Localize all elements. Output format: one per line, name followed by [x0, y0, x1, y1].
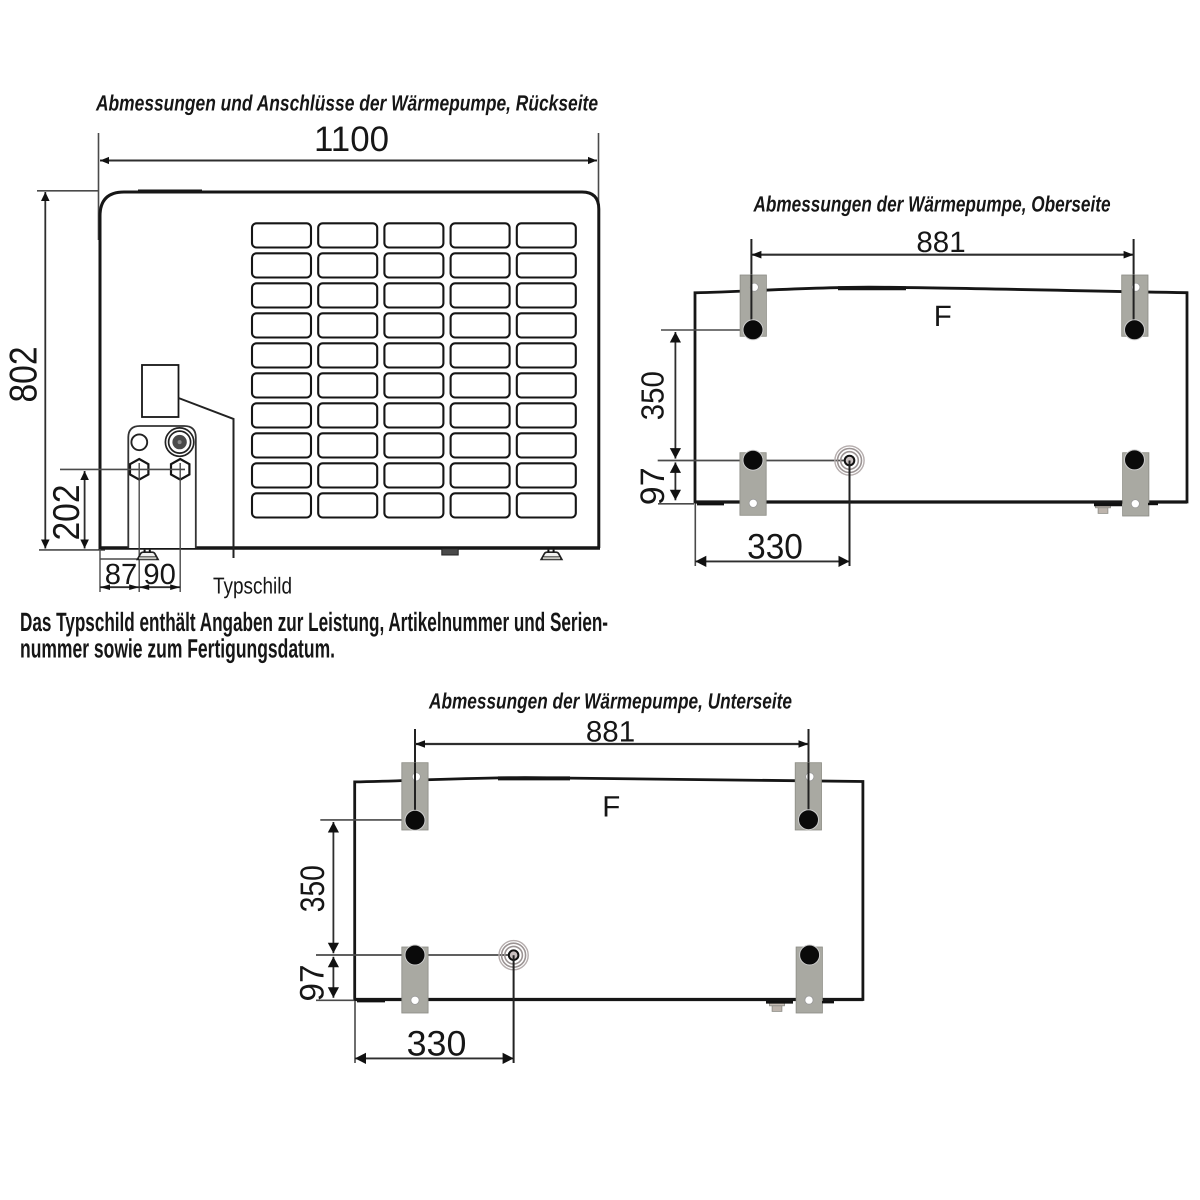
svg-text:350: 350: [635, 371, 671, 420]
svg-text:881: 881: [916, 226, 965, 259]
svg-text:802: 802: [3, 347, 46, 403]
svg-text:202: 202: [45, 485, 87, 541]
svg-text:97: 97: [634, 467, 672, 505]
svg-text:330: 330: [747, 527, 803, 567]
svg-text:nummer sowie zum Fertigungsdat: nummer sowie zum Fertigungsdatum.: [20, 634, 335, 664]
svg-text:90: 90: [143, 559, 175, 591]
svg-text:Typschild: Typschild: [213, 573, 292, 599]
svg-text:87: 87: [105, 559, 137, 591]
svg-text:Abmessungen der Wärmepumpe, Un: Abmessungen der Wärmepumpe, Unterseite: [428, 689, 792, 714]
svg-text:330: 330: [407, 1024, 467, 1064]
svg-text:350: 350: [294, 865, 332, 912]
svg-text:1100: 1100: [314, 119, 389, 159]
svg-text:F: F: [602, 791, 620, 824]
svg-text:97: 97: [294, 965, 332, 1002]
svg-text:Das Typschild enthält Angaben: Das Typschild enthält Angaben zur Leistu…: [20, 607, 608, 637]
svg-text:F: F: [934, 300, 952, 333]
svg-text:Abmessungen und Anschlüsse der: Abmessungen und Anschlüsse der Wärmepump…: [95, 91, 598, 116]
svg-text:Abmessungen der Wärmepumpe, Ob: Abmessungen der Wärmepumpe, Oberseite: [753, 192, 1111, 217]
